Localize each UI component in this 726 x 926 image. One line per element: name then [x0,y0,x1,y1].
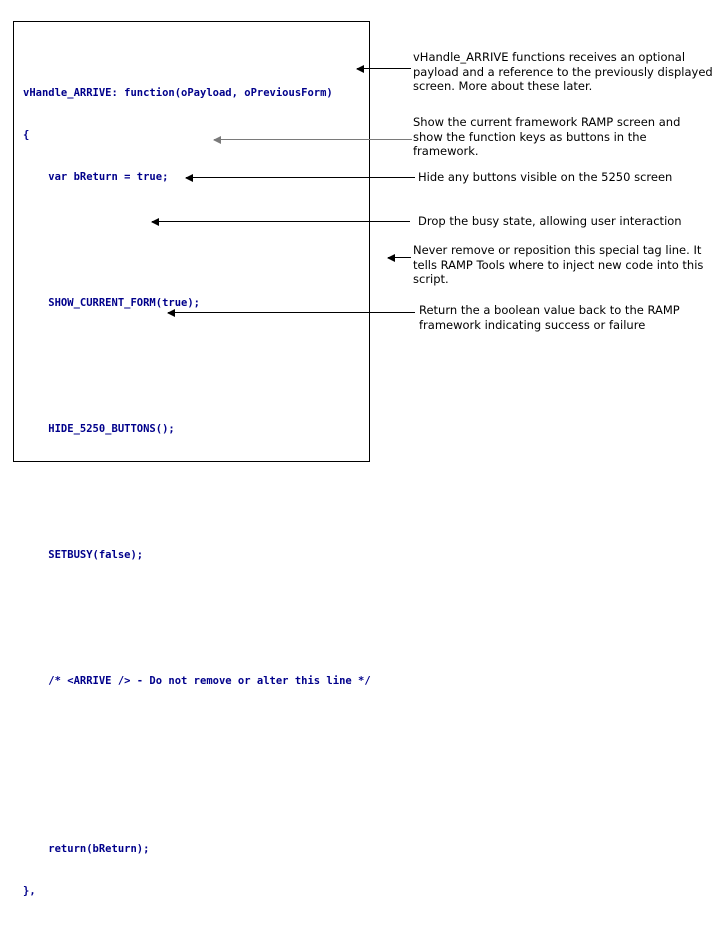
code-line-blank [23,464,368,478]
code-line-blank [23,338,368,352]
code-line: var bReturn = true; [23,171,169,183]
code-line-blank [23,800,368,814]
code-line-blank [23,506,368,520]
code-panel: vHandle_ARRIVE: function(oPayload, oPrev… [13,21,371,897]
code-line: HIDE_5250_BUTTONS(); [23,423,175,435]
leader-arrow-return [167,308,415,317]
code-line: vHandle_ARRIVE: function(oPayload, oPrev… [23,87,333,99]
leader-arrow-handle-arrive [356,64,411,73]
annotation-setbusy: Drop the busy state, allowing user inter… [418,214,682,228]
annotation-return: Return the a boolean value back to the R… [419,303,680,332]
code-line: }, [23,885,36,897]
code-line: SETBUSY(false); [23,549,144,561]
code-line-blank [23,212,368,226]
leader-arrow-show-current-form [213,135,412,144]
leader-arrow-setbusy [151,217,410,226]
code-line-blank [23,632,368,646]
code-line: SHOW_CURRENT_FORM(true); [23,297,201,309]
code-line-blank [23,254,368,268]
leader-arrow-hide-5250-buttons [185,173,415,182]
code-line-blank [23,758,368,772]
code-line-arrive-tag: /* <ARRIVE /> - Do not remove or alter t… [23,675,371,687]
annotation-show-current-form: Show the current framework RAMP screen a… [413,115,681,158]
code-listing: vHandle_ARRIVE: function(oPayload, oPrev… [23,58,371,926]
code-line-blank [23,380,368,394]
annotation-hide-5250-buttons: Hide any buttons visible on the 5250 scr… [418,170,673,184]
leader-arrow-arrive-tag [387,253,411,262]
annotation-handle-arrive: vHandle_ARRIVE functions receives an opt… [413,50,713,93]
annotation-arrive-tag: Never remove or reposition this special … [413,243,704,286]
code-line: { [23,129,30,141]
code-line-blank [23,716,368,730]
code-line-blank [23,590,368,604]
code-line: return(bReturn); [23,843,150,855]
